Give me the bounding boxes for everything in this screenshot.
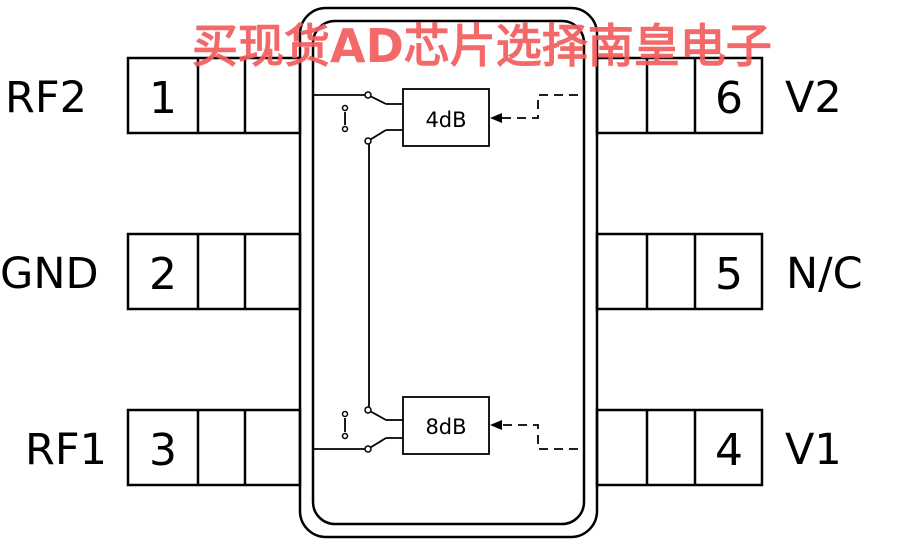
pin-2-pad: [126, 232, 302, 311]
switch-contacts: [341, 91, 372, 453]
package-outline: [298, 6, 599, 539]
pin-4-name: V1: [785, 425, 842, 475]
pin-5-pad: [595, 232, 764, 311]
pin-5-number: 5: [715, 249, 743, 300]
pin-3-number: 3: [149, 425, 177, 476]
pin-5-name: N/C: [786, 249, 863, 299]
pin-2-number: 2: [149, 249, 177, 300]
pin-2-name: GND: [0, 249, 99, 299]
control-arrows: [490, 113, 502, 430]
package-inner-outline: [311, 19, 586, 526]
attenuator-8db-label: 8dB: [425, 415, 466, 439]
pin-4-pad: [595, 408, 764, 487]
pin-1-number: 1: [149, 73, 177, 124]
pin-1-pad: [126, 56, 302, 135]
attenuator-4db-label: 4dB: [425, 108, 466, 132]
pin-6-pad: [595, 56, 764, 135]
internal-circuit: [313, 88, 578, 455]
pin-6-number: 6: [715, 73, 743, 124]
pin-6-name: V2: [785, 73, 842, 123]
attenuator-4db-block: [402, 88, 490, 147]
pin-1-name: RF2: [5, 73, 87, 123]
pin-4-number: 4: [715, 425, 743, 476]
pin-3-name: RF1: [25, 425, 107, 475]
watermark-text: 买现货AD芯片选择南皇电子: [192, 19, 772, 73]
pin-3-pad: [126, 408, 302, 487]
attenuator-8db-block: [402, 396, 490, 455]
